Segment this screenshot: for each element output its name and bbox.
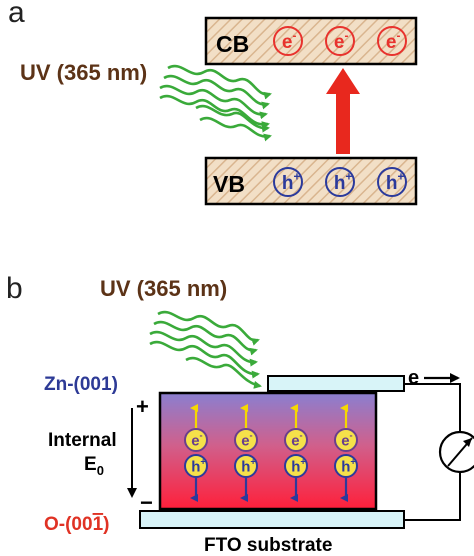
excitation-arrow [326,68,360,154]
panel-a-label: a [8,0,25,29]
svg-text:e-: e- [291,431,302,450]
vb-holes: h+ h+ h+ [273,167,407,197]
ammeter [438,430,474,474]
hole-1: h+ [273,167,303,197]
valence-band [204,156,418,206]
plus-sign: + [136,394,149,419]
minus-sign: − [140,490,153,515]
vb-label: VB [213,171,245,197]
panel-b-label: b [6,272,23,305]
svg-text:e-: e- [282,29,297,53]
crystal-electron: e- [284,428,308,452]
internal-label: Internal [48,430,117,451]
panel-a-uv-waves-2 [195,104,272,142]
svg-text:e-: e- [191,431,202,450]
carrier-pair-1: e-h+ [184,404,208,502]
carrier-pair-2: e-h+ [234,404,258,502]
crystal-electron: e- [334,428,358,452]
carrier-columns: e-h+e-h+e-h+e-h+ [184,404,358,502]
carrier-pair-3: e-h+ [284,404,308,502]
crystal-electron: e- [234,428,258,452]
conduction-band [204,16,418,66]
svg-text:h+: h+ [291,457,306,476]
svg-text:h+: h+ [334,170,353,194]
svg-text:h+: h+ [241,457,256,476]
field-label: E0 [84,454,104,478]
o-face-index: 1 [93,514,104,535]
fto-substrate [139,510,405,529]
svg-text:e-: e- [241,431,252,450]
electron-2: e- [325,26,355,56]
cb-label: CB [216,31,249,57]
hole-3: h+ [377,167,407,197]
panel-a-uv-waves [159,64,272,130]
panel-b-uv-waves [149,310,262,389]
electron-3: e- [377,26,407,56]
svg-text:h+: h+ [191,457,206,476]
top-electrode [267,375,405,392]
svg-text:h+: h+ [341,457,356,476]
o-face-label: O-(001) [44,514,109,535]
crystal-electron: e- [184,428,208,452]
cb-electrons: e-e-e- [273,26,407,56]
panel-a-uv-label: UV (365 nm) [20,60,147,85]
carrier-pair-4: e-h+ [334,404,358,502]
crystal-hole: h+ [184,454,208,478]
svg-text:h+: h+ [282,170,301,194]
svg-text:h+: h+ [386,170,405,194]
crystal-hole: h+ [234,454,258,478]
crystal-hole: h+ [334,454,358,478]
svg-text:e-: e- [334,29,349,53]
field-subscript: 0 [97,463,104,478]
electron-1: e- [273,26,303,56]
substrate-label: FTO substrate [204,535,332,556]
panel-b-uv-label: UV (365 nm) [100,276,227,301]
external-circuit [404,383,461,521]
zn-face-label: Zn-(001) [44,374,118,395]
svg-text:e-: e- [341,431,352,450]
svg-text:e-: e- [386,29,401,53]
crystal-hole: h+ [284,454,308,478]
hole-2: h+ [325,167,355,197]
wire-electron-label: e [408,367,419,389]
